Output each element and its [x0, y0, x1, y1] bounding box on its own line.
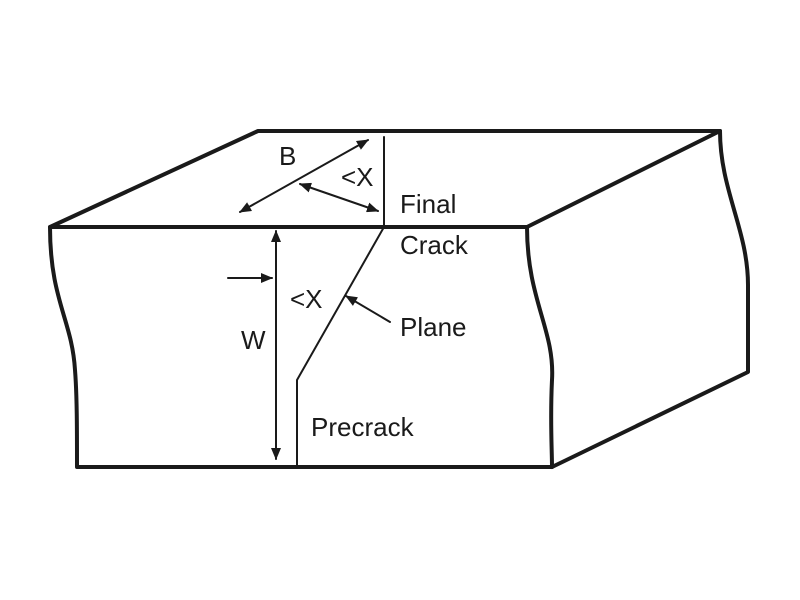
final-label: Final — [400, 189, 456, 219]
labels: B <X Final Crack <X W Plane Precrack — [241, 141, 469, 442]
plane-pointer-arrow — [345, 295, 391, 323]
crack-path — [296, 136, 385, 466]
plane-label: Plane — [400, 312, 467, 342]
right-face — [550, 129, 751, 469]
height-w-label: W — [241, 325, 266, 355]
front-face — [48, 225, 555, 469]
crack-label: Crack — [400, 230, 469, 260]
specimen-block — [48, 129, 751, 469]
angle-top-label: <X — [341, 162, 374, 192]
dimension-arrows — [227, 139, 391, 460]
precrack-label: Precrack — [311, 412, 415, 442]
width-b-label: B — [279, 141, 296, 171]
final-crack-plane-line — [296, 226, 385, 466]
angle-top-arrow — [299, 182, 379, 213]
angle-front-label: <X — [290, 284, 323, 314]
width-b-arrow — [239, 139, 369, 213]
